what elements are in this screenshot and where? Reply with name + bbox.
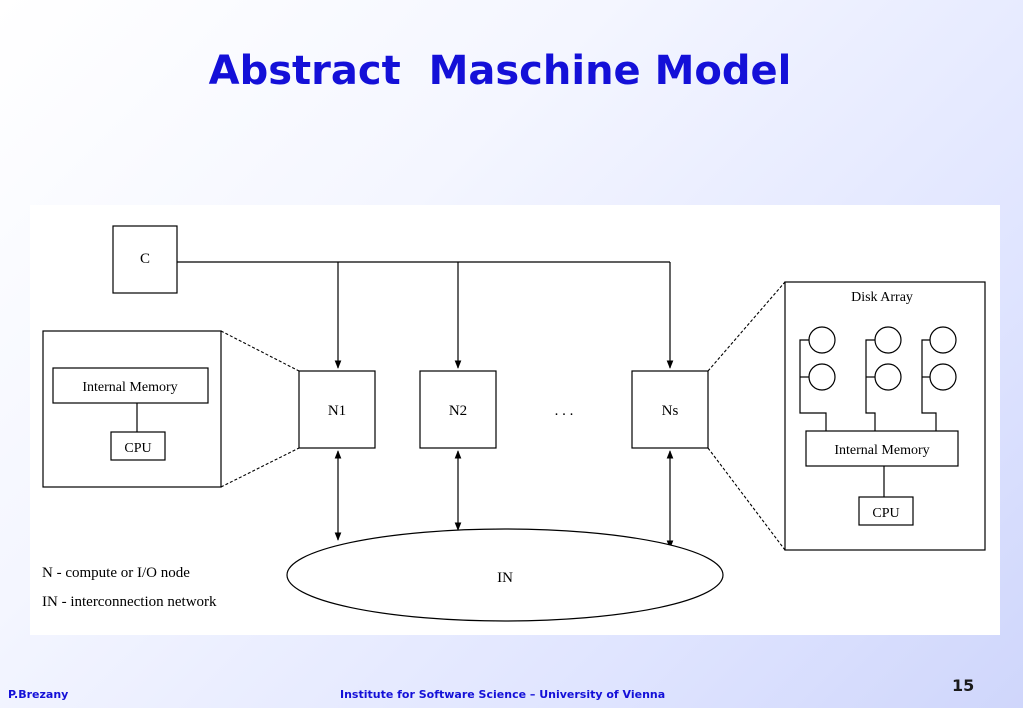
compute-memory-box bbox=[52, 367, 209, 404]
control-bus bbox=[177, 261, 674, 369]
disk-array bbox=[799, 326, 957, 431]
slide-title: Abstract Maschine Model bbox=[208, 48, 792, 94]
io-cpu-box bbox=[858, 496, 914, 526]
io-memory-box bbox=[805, 430, 959, 467]
controller-box bbox=[112, 225, 178, 294]
node-ns: Ns bbox=[631, 370, 709, 449]
io-memory-label: Internal Memory bbox=[834, 443, 929, 458]
footer-author: P.Brezany bbox=[8, 688, 69, 701]
interconnection-network bbox=[286, 528, 724, 622]
page-number: 15 bbox=[952, 676, 975, 695]
node-n1-label: N1 bbox=[328, 403, 346, 419]
legend-node: N - compute or I/O node bbox=[42, 565, 190, 581]
controller-label: C bbox=[140, 251, 150, 267]
node-n1: N1 bbox=[298, 370, 376, 449]
legend-network: IN - interconnection network bbox=[42, 594, 217, 610]
footer-institute: Institute for Software Science – Univers… bbox=[340, 688, 666, 701]
node-n2: N2 bbox=[419, 370, 497, 449]
compute-cpu-label: CPU bbox=[124, 441, 151, 456]
node-ns-label: Ns bbox=[662, 403, 679, 419]
disk-array-label: Disk Array bbox=[851, 290, 913, 305]
network-links bbox=[334, 450, 674, 549]
compute-memory-label: Internal Memory bbox=[82, 380, 177, 395]
node-n2-label: N2 bbox=[449, 403, 467, 419]
compute-node-detail bbox=[42, 330, 222, 488]
network-label: IN bbox=[497, 570, 513, 586]
compute-cpu-box bbox=[110, 431, 166, 461]
io-cpu-label: CPU bbox=[872, 506, 899, 521]
zoom-lines-left bbox=[220, 330, 300, 488]
zoom-lines-right bbox=[707, 281, 786, 551]
node-ellipsis: . . . bbox=[555, 403, 574, 419]
